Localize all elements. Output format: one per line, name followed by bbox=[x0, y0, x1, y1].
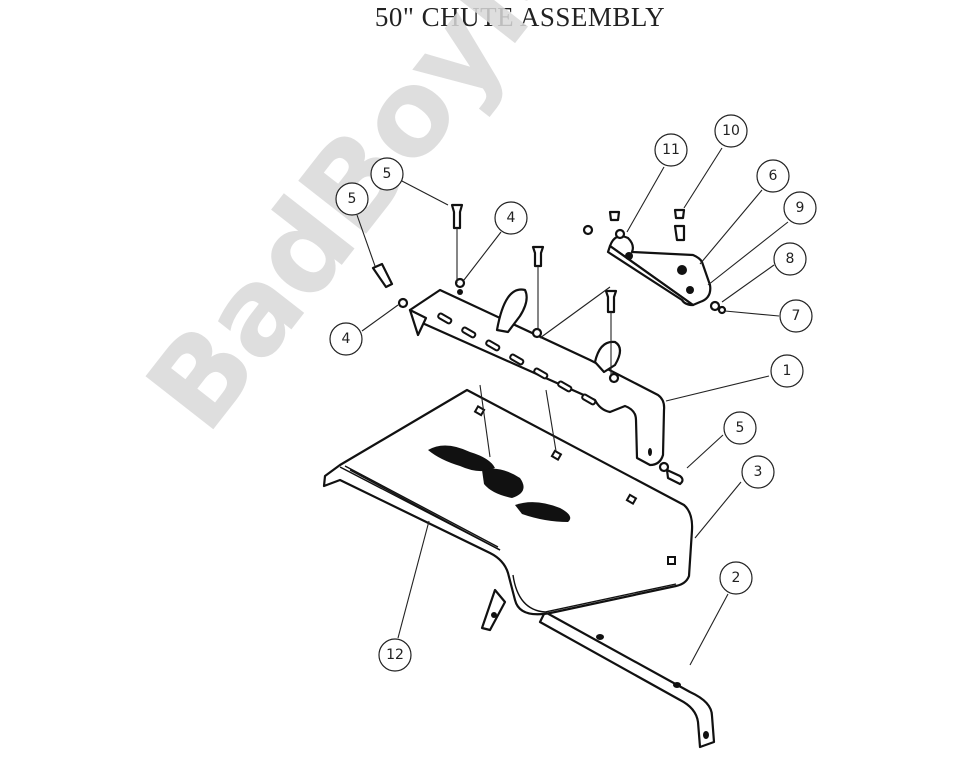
callout-label: 5 bbox=[348, 191, 357, 207]
callout-label: 9 bbox=[796, 200, 805, 216]
callout-label: 1 bbox=[783, 363, 792, 379]
callout-7: 7 bbox=[779, 299, 813, 333]
callout-label: 4 bbox=[507, 210, 516, 226]
part-3-chute-plate bbox=[322, 388, 694, 616]
callout-8: 8 bbox=[773, 242, 807, 276]
diagram-title: 50" CHUTE ASSEMBLY bbox=[374, 2, 666, 32]
part-6-adjuster-bracket bbox=[606, 235, 712, 307]
callout-label: 5 bbox=[736, 420, 745, 436]
callout-5a: 5 bbox=[370, 157, 404, 191]
callout-label: 2 bbox=[732, 570, 741, 586]
part-2-lower-bracket bbox=[480, 588, 716, 749]
callout-11: 11 bbox=[654, 133, 688, 167]
callout-1: 1 bbox=[770, 354, 804, 388]
callout-label: 8 bbox=[786, 251, 795, 267]
callout-label: 3 bbox=[754, 464, 763, 480]
callout-label: 6 bbox=[769, 168, 778, 184]
callout-label: 10 bbox=[722, 123, 740, 139]
callout-label: 12 bbox=[386, 647, 404, 663]
callout-2: 2 bbox=[719, 561, 753, 595]
callout-label: 11 bbox=[662, 142, 680, 158]
callout-6: 6 bbox=[756, 159, 790, 193]
callout-12: 12 bbox=[378, 638, 412, 672]
callout-label: 7 bbox=[792, 308, 801, 324]
callout-4a: 4 bbox=[494, 201, 528, 235]
part-12-edge-strip bbox=[344, 465, 499, 548]
leader-lines bbox=[356, 147, 789, 666]
callout-4b: 4 bbox=[329, 322, 363, 356]
callout-9: 9 bbox=[783, 191, 817, 225]
callout-label: 4 bbox=[342, 331, 351, 347]
callout-10: 10 bbox=[714, 114, 748, 148]
callout-5b: 5 bbox=[335, 182, 369, 216]
callout-3: 3 bbox=[741, 455, 775, 489]
part-1-upper-bracket bbox=[408, 288, 666, 467]
hardware bbox=[371, 203, 727, 486]
callout-label: 5 bbox=[383, 166, 392, 182]
callout-5c: 5 bbox=[723, 411, 757, 445]
